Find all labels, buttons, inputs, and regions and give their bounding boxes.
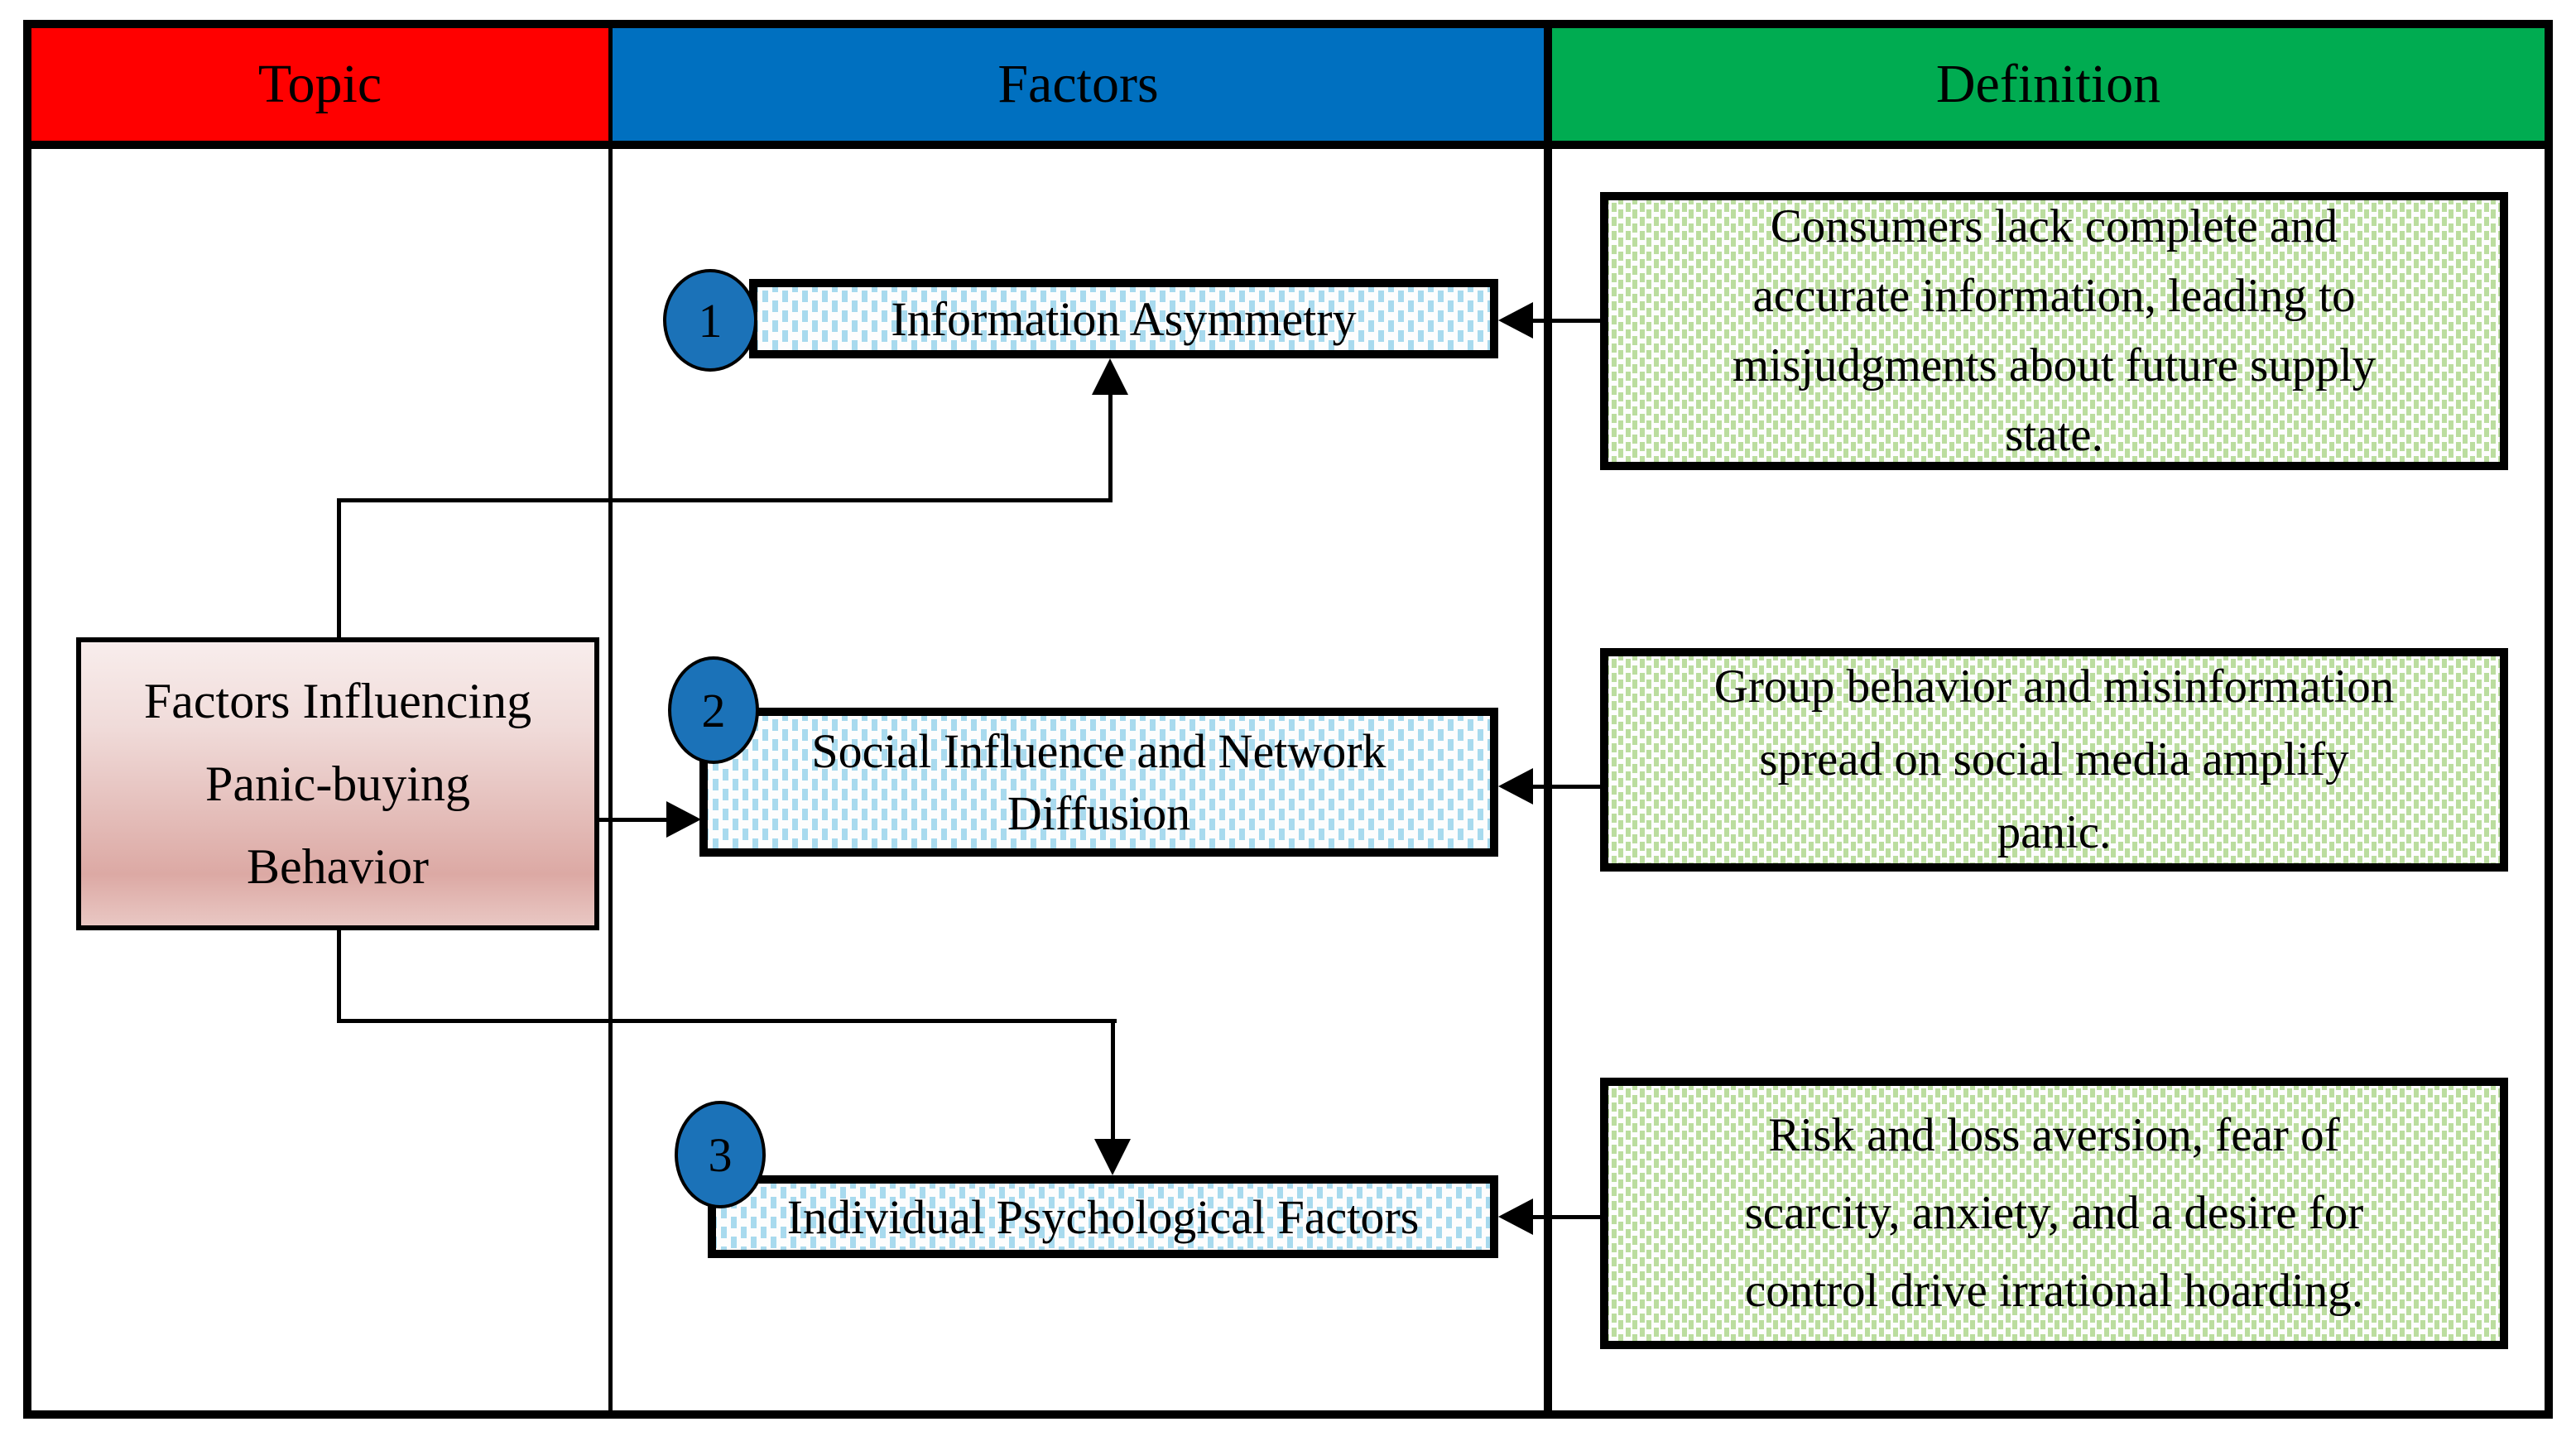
factor2-label: Social Influence and Network Diffusion: [811, 724, 1387, 840]
arrowhead-left-factor3: [1498, 1198, 1533, 1235]
connector-topic-factor3-horizontal: [337, 1019, 1117, 1023]
connector-definition3-line: [1530, 1215, 1600, 1219]
factor-box-individual-psychological: Individual Psychological Factors: [708, 1175, 1498, 1258]
column-divider-topic-factors: [608, 20, 613, 1419]
connector-topic-top-vertical: [337, 498, 341, 637]
arrowhead-up-factor1: [1092, 358, 1128, 395]
arrowhead-left-factor1: [1498, 302, 1533, 339]
header-cell-topic: Topic: [31, 28, 608, 141]
header-label-topic: Topic: [257, 54, 382, 114]
column-divider-factors-definition: [1544, 20, 1552, 1419]
header-label-definition: Definition: [1935, 54, 2161, 114]
factor3-label: Individual Psychological Factors: [786, 1189, 1420, 1244]
arrowhead-down-factor3: [1094, 1139, 1131, 1175]
factor2-number-badge: 2: [668, 656, 759, 764]
connector-topic-bottom-vertical: [337, 930, 341, 1023]
definition2-text: Group behavior and misinformation spread…: [1713, 660, 2395, 858]
connector-factor3-vertical: [1111, 1019, 1115, 1145]
connector-definition2-line: [1530, 785, 1600, 789]
connector-topic-factor2-horizontal: [599, 818, 670, 822]
definition1-text: Consumers lack complete and accurate inf…: [1732, 200, 2377, 461]
arrowhead-right-factor2: [666, 801, 701, 838]
arrowhead-left-factor2: [1498, 768, 1533, 805]
definition-box-3: Risk and loss aversion, fear of scarcity…: [1600, 1078, 2508, 1349]
connector-definition1-line: [1530, 319, 1600, 323]
topic-box-label: Factors Influencing Panic-buying Behavio…: [143, 674, 532, 894]
header-separator-line: [23, 141, 2553, 149]
header-cell-definition: Definition: [1552, 28, 2545, 141]
header-label-factors: Factors: [997, 54, 1159, 114]
factor3-number: 3: [708, 1127, 733, 1182]
factor2-number: 2: [701, 683, 726, 737]
connector-factor1-vertical: [1108, 389, 1113, 502]
connector-topic-factor1-horizontal: [337, 498, 1113, 502]
topic-box: Factors Influencing Panic-buying Behavio…: [76, 637, 599, 930]
factor1-number: 1: [698, 293, 723, 348]
header-cell-factors: Factors: [613, 28, 1544, 141]
definition3-text: Risk and loss aversion, fear of scarcity…: [1744, 1109, 2364, 1317]
factor-box-social-influence: Social Influence and Network Diffusion: [699, 708, 1498, 857]
factor1-label: Information Asymmetry: [891, 291, 1357, 346]
factor3-number-badge: 3: [675, 1101, 766, 1208]
factor1-number-badge: 1: [663, 269, 757, 372]
factor-box-information-asymmetry: Information Asymmetry: [749, 279, 1498, 358]
definition-box-1: Consumers lack complete and accurate inf…: [1600, 192, 2508, 470]
definition-box-2: Group behavior and misinformation spread…: [1600, 648, 2508, 872]
